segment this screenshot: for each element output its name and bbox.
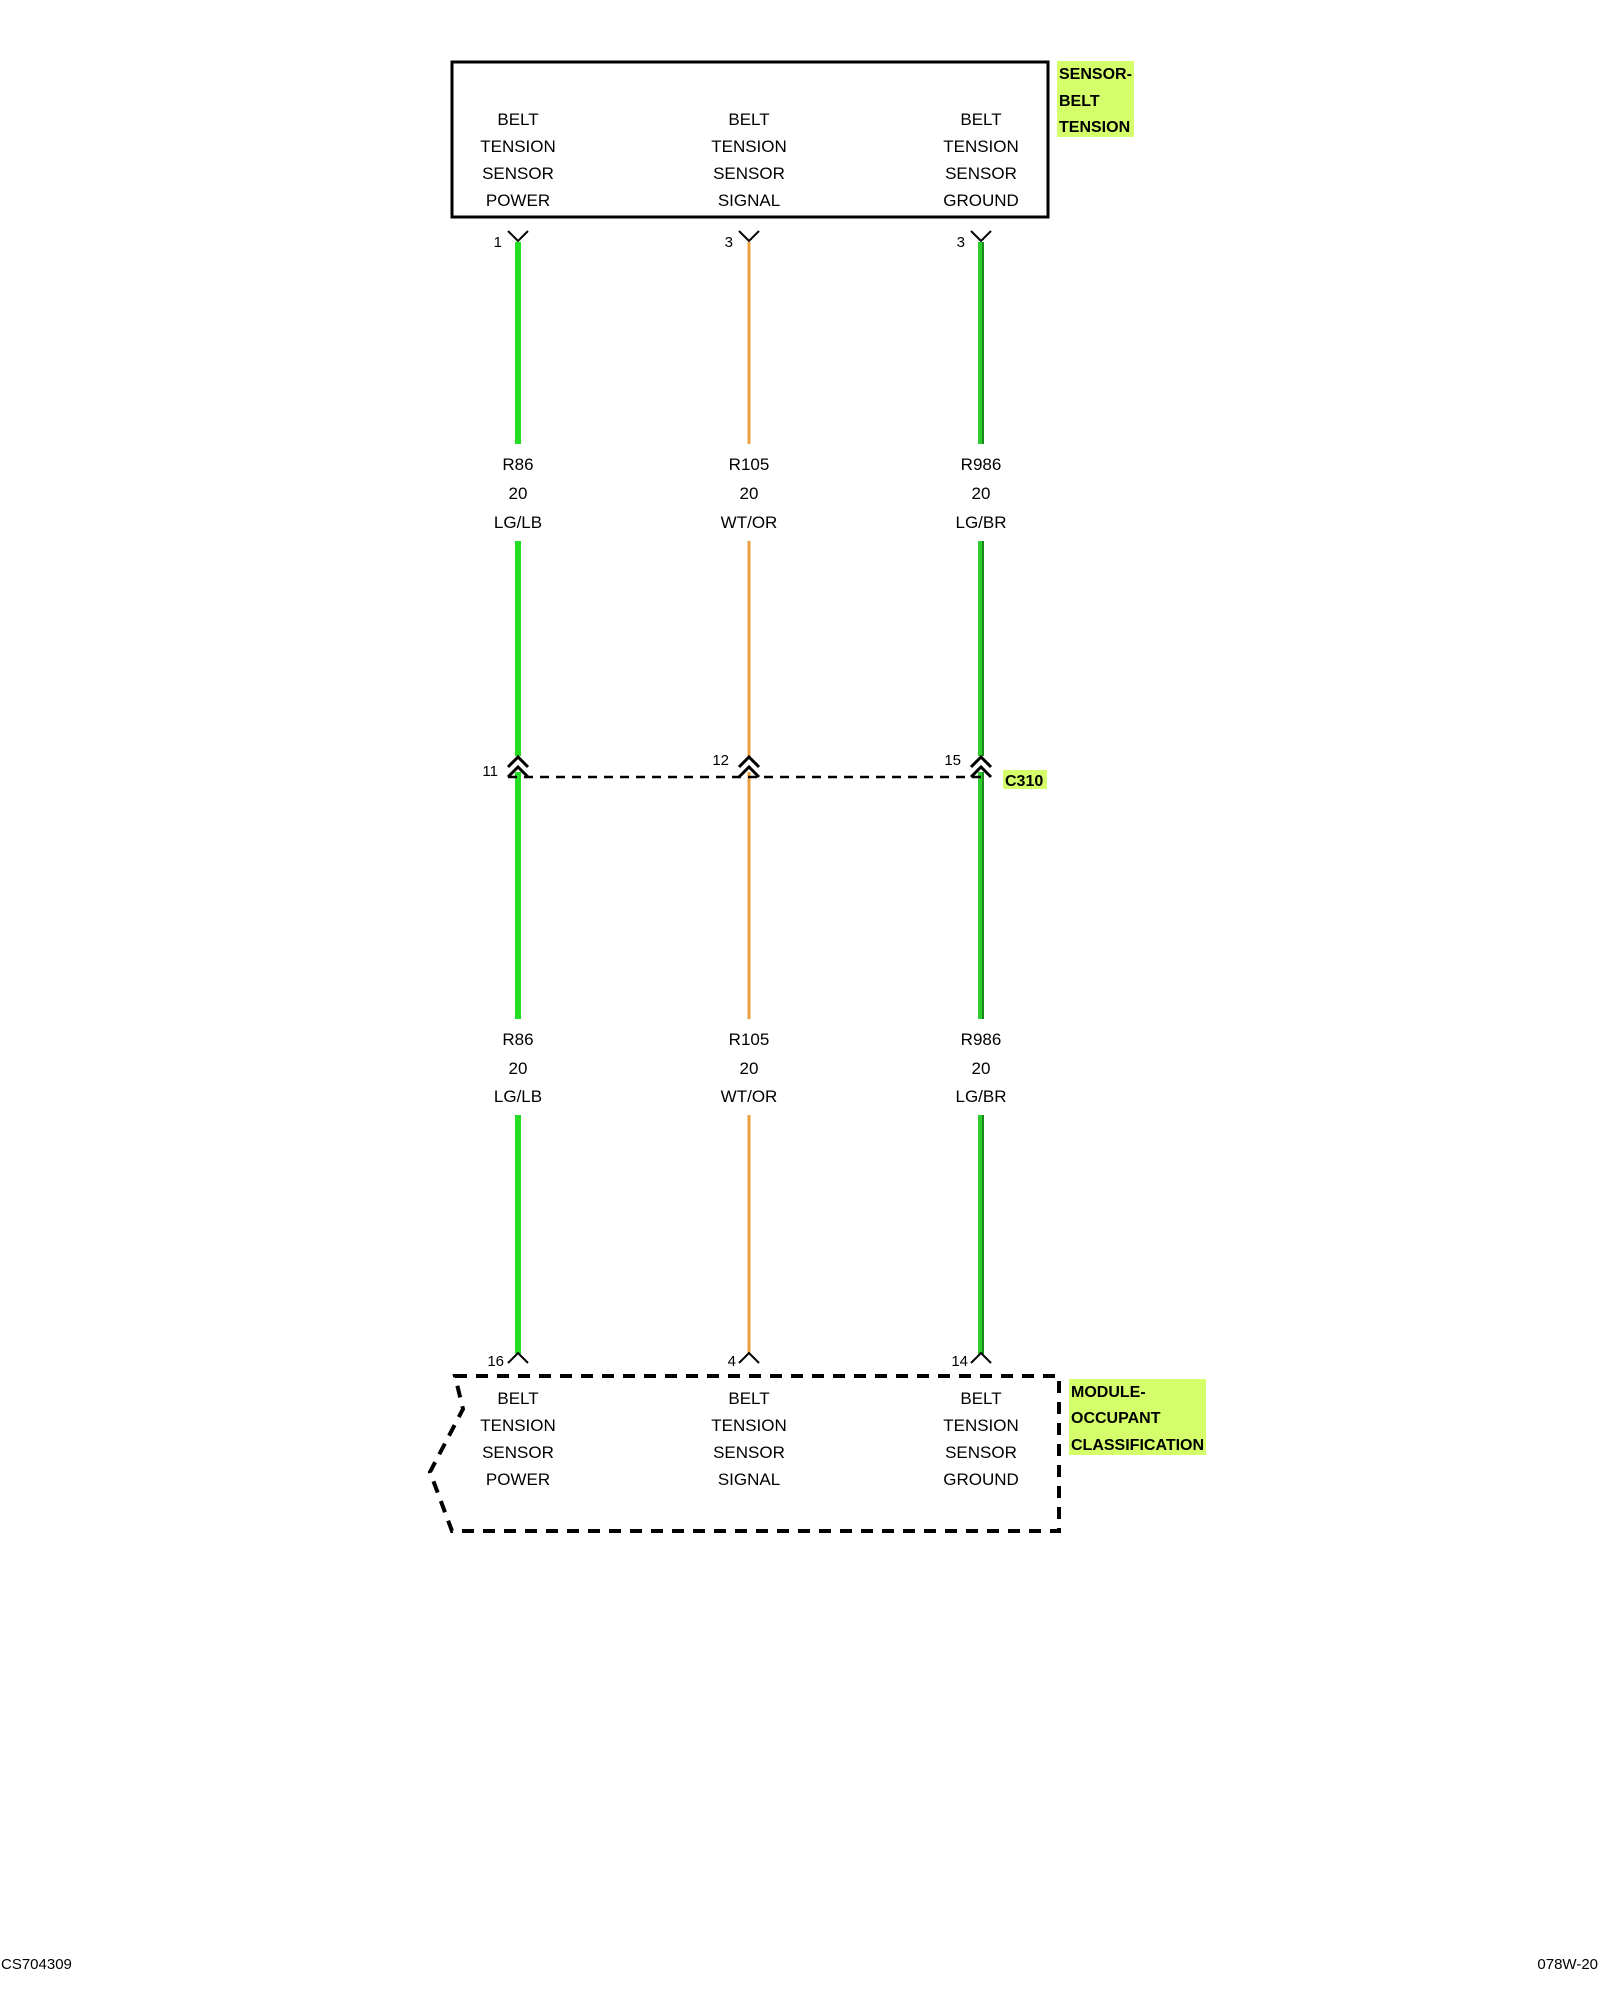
sensor-name-line: SENSOR- [1059, 66, 1132, 83]
connector-pin-number: 15 [944, 752, 961, 769]
inline-connector-icon [969, 754, 993, 769]
svg-text:WT/OR: WT/OR [721, 513, 778, 532]
svg-text:SIGNAL: SIGNAL [718, 1470, 780, 1489]
svg-text:BELT: BELT [728, 1389, 769, 1408]
svg-text:BELT: BELT [960, 110, 1001, 129]
module-pin-power-label: BELT TENSION SENSOR POWER [480, 1389, 556, 1489]
module-name-line: CLASSIFICATION [1071, 1437, 1204, 1454]
sensor-name-line: BELT [1059, 93, 1100, 110]
svg-text:LG/BR: LG/BR [955, 513, 1006, 532]
module-name-line: MODULE- [1071, 1384, 1146, 1401]
inline-connector-icon [737, 754, 761, 769]
connector-name-highlight [1003, 770, 1047, 789]
svg-text:POWER: POWER [486, 1470, 550, 1489]
svg-text:20: 20 [509, 484, 528, 503]
module-name-line: OCCUPANT [1071, 1410, 1161, 1427]
svg-text:SENSOR: SENSOR [713, 164, 785, 183]
svg-text:SENSOR: SENSOR [945, 1443, 1017, 1462]
module-pin-number: 16 [487, 1353, 504, 1370]
svg-text:R105: R105 [729, 1030, 770, 1049]
connector-pin-number: 11 [482, 763, 498, 780]
sensor-name-line: TENSION [1059, 119, 1130, 136]
svg-text:TENSION: TENSION [480, 137, 556, 156]
svg-text:BELT: BELT [497, 110, 538, 129]
wire-label-lower-r105: R105 20 WT/OR [721, 1030, 778, 1106]
svg-text:TENSION: TENSION [943, 137, 1019, 156]
svg-text:R105: R105 [729, 455, 770, 474]
wire-label-upper-r86: R86 20 LG/LB [494, 455, 542, 532]
terminal-chevron-icon [738, 230, 760, 243]
connector-c310: 11 12 15 C310 [482, 752, 1047, 790]
terminal-chevron-icon [970, 1351, 992, 1364]
svg-text:LG/LB: LG/LB [494, 1087, 542, 1106]
diagram-code-left: CS704309 [1, 1956, 72, 1973]
wire-label-lower-r86: R86 20 LG/LB [494, 1030, 542, 1106]
svg-text:SENSOR: SENSOR [945, 164, 1017, 183]
svg-text:R986: R986 [961, 455, 1002, 474]
module-pin-signal-label: BELT TENSION SENSOR SIGNAL [711, 1389, 787, 1489]
sensor-belt-tension: SENSOR- BELT TENSION BELT TENSION SENSOR… [450, 60, 1134, 251]
svg-text:20: 20 [972, 484, 991, 503]
svg-text:LG/LB: LG/LB [494, 513, 542, 532]
module-pin-number: 4 [728, 1353, 736, 1370]
connector-name: C310 [1005, 773, 1043, 790]
inline-connector-icon [506, 754, 530, 769]
inline-connector-icon [506, 764, 530, 779]
wire-label-upper-r986: R986 20 LG/BR [955, 455, 1006, 532]
terminal-chevron-icon [507, 230, 529, 243]
inline-connector-icon [969, 764, 993, 779]
svg-text:TENSION: TENSION [711, 137, 787, 156]
wire-r986 [978, 242, 984, 1354]
sensor-box [450, 60, 1050, 219]
svg-text:SIGNAL: SIGNAL [718, 191, 780, 210]
sensor-pin-number: 1 [494, 234, 502, 251]
sensor-pin-number: 3 [957, 234, 965, 251]
svg-text:R86: R86 [502, 455, 533, 474]
sensor-pin-ground-label: BELT TENSION SENSOR GROUND [943, 110, 1019, 210]
sensor-pin-signal-label: BELT TENSION SENSOR SIGNAL [711, 110, 787, 210]
diagram-code-right: 078W-20 [1537, 1956, 1598, 1973]
module-dashed-outline [427, 1374, 1061, 1533]
terminal-chevron-icon [738, 1351, 760, 1364]
svg-text:BELT: BELT [728, 110, 769, 129]
svg-text:LG/BR: LG/BR [955, 1087, 1006, 1106]
svg-text:TENSION: TENSION [480, 1416, 556, 1435]
svg-text:BELT: BELT [960, 1389, 1001, 1408]
svg-text:20: 20 [972, 1059, 991, 1078]
svg-text:TENSION: TENSION [711, 1416, 787, 1435]
sensor-pin-power-label: BELT TENSION SENSOR POWER [480, 110, 556, 210]
svg-text:TENSION: TENSION [943, 1416, 1019, 1435]
module-pin-ground-label: BELT TENSION SENSOR GROUND [943, 1389, 1019, 1489]
svg-text:SENSOR: SENSOR [713, 1443, 785, 1462]
svg-text:SENSOR: SENSOR [482, 164, 554, 183]
wire-label-upper-r105: R105 20 WT/OR [721, 455, 778, 532]
sensor-pin-number: 3 [725, 234, 733, 251]
terminal-chevron-icon [970, 230, 992, 243]
svg-text:POWER: POWER [486, 191, 550, 210]
svg-text:R986: R986 [961, 1030, 1002, 1049]
svg-text:R86: R86 [502, 1030, 533, 1049]
wire-label-lower-r986: R986 20 LG/BR [955, 1030, 1006, 1106]
connector-pin-number: 12 [712, 752, 729, 769]
svg-text:20: 20 [740, 1059, 759, 1078]
svg-text:GROUND: GROUND [943, 191, 1019, 210]
inline-connector-icon [737, 764, 761, 779]
svg-text:20: 20 [509, 1059, 528, 1078]
terminal-chevron-icon [507, 1351, 529, 1364]
module-name-highlight [1069, 1379, 1206, 1455]
svg-text:WT/OR: WT/OR [721, 1087, 778, 1106]
module-occupant-classification: MODULE- OCCUPANT CLASSIFICATION 16 4 14 … [427, 1351, 1206, 1533]
svg-text:SENSOR: SENSOR [482, 1443, 554, 1462]
svg-text:BELT: BELT [497, 1389, 538, 1408]
module-pin-number: 14 [951, 1353, 968, 1370]
svg-text:GROUND: GROUND [943, 1470, 1019, 1489]
sensor-name-highlight [1057, 61, 1134, 137]
svg-text:20: 20 [740, 484, 759, 503]
